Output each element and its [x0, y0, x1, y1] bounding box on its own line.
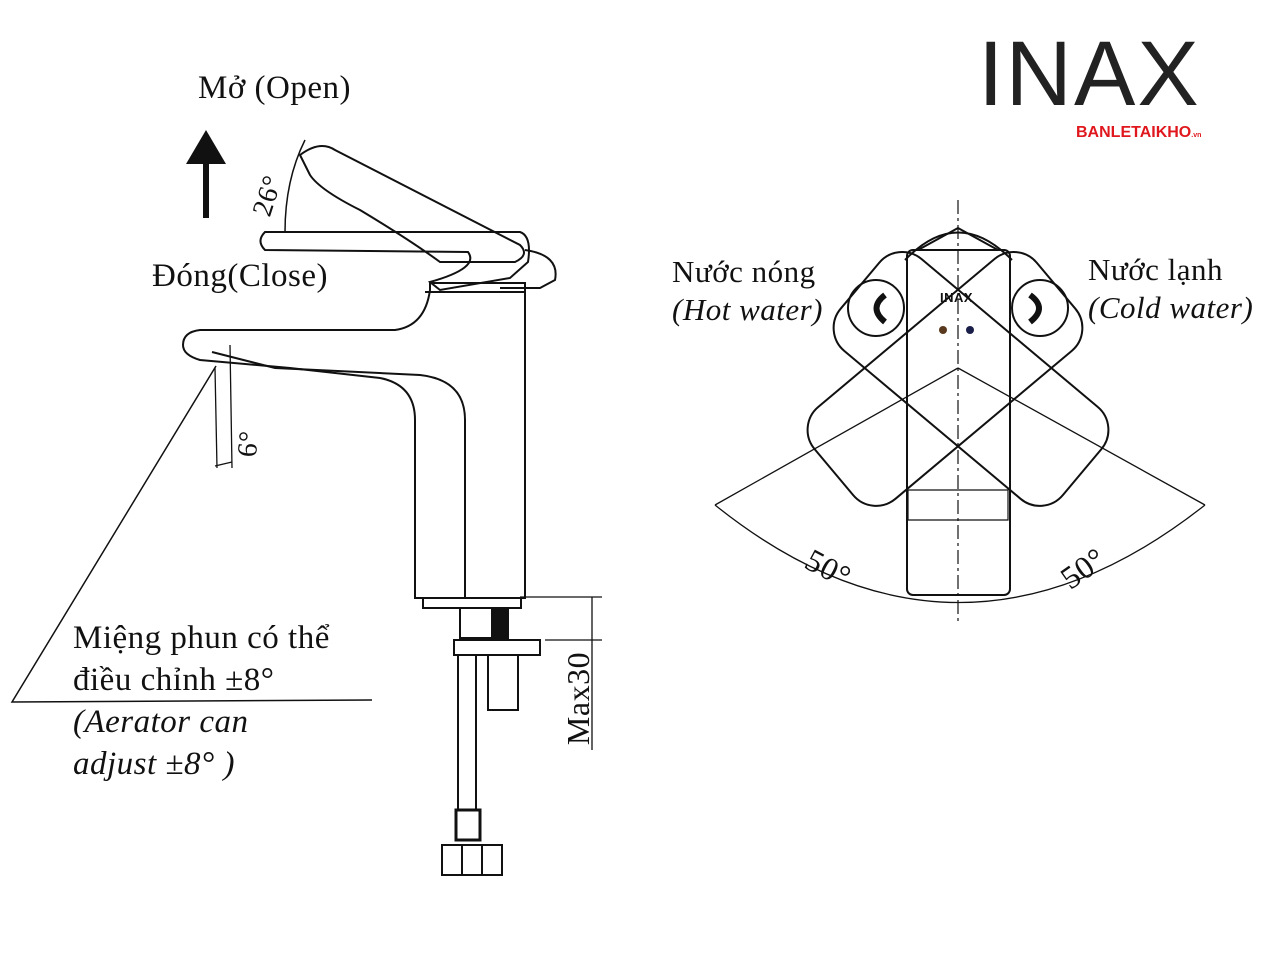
aerator-label-2: điều chỉnh ±8°	[73, 662, 275, 698]
open-arrow-icon	[186, 130, 226, 218]
cold-handle	[806, 251, 1084, 507]
aerator-leader	[10, 365, 373, 703]
hose-nut	[441, 844, 503, 876]
hot-water-label-en: (Hot water)	[672, 292, 824, 327]
lever-open	[298, 145, 525, 263]
cold-water-label-en: (Cold water)	[1088, 290, 1254, 325]
top-view	[714, 200, 1206, 625]
mount-plate	[453, 639, 541, 656]
rotation-arc	[714, 504, 1206, 603]
aerator-label-4: adjust ±8° )	[73, 746, 235, 782]
open-label: Mở (Open)	[198, 70, 351, 106]
mount-nut	[459, 607, 509, 639]
faucet-base	[422, 597, 522, 609]
faucet-body	[181, 282, 526, 599]
aerator-label-1: Miệng phun có thể	[73, 620, 330, 656]
lever-closed	[259, 231, 530, 292]
close-label: Đóng(Close)	[152, 258, 328, 294]
watermark: BANLETAIKHO.vn	[1076, 124, 1201, 142]
lever-angle-arc	[284, 139, 306, 233]
max-dimension-label: Max30	[560, 651, 597, 746]
product-mark: INAX	[940, 290, 974, 305]
aerator-label-3: (Aerator can	[73, 704, 249, 740]
dimension-max30	[520, 596, 602, 750]
watermark-suffix: .vn	[1191, 132, 1202, 139]
watermark-text: BANLETAIKHO	[1076, 124, 1192, 141]
inax-logo: INAX	[978, 23, 1201, 125]
lever-cap	[500, 249, 557, 289]
hot-handle	[832, 251, 1110, 507]
spout-inner	[211, 351, 466, 598]
hot-water-label: Nước nóng	[672, 254, 816, 289]
cold-water-label: Nước lạnh	[1088, 252, 1223, 287]
spout-angle-label: 6°	[232, 429, 266, 459]
